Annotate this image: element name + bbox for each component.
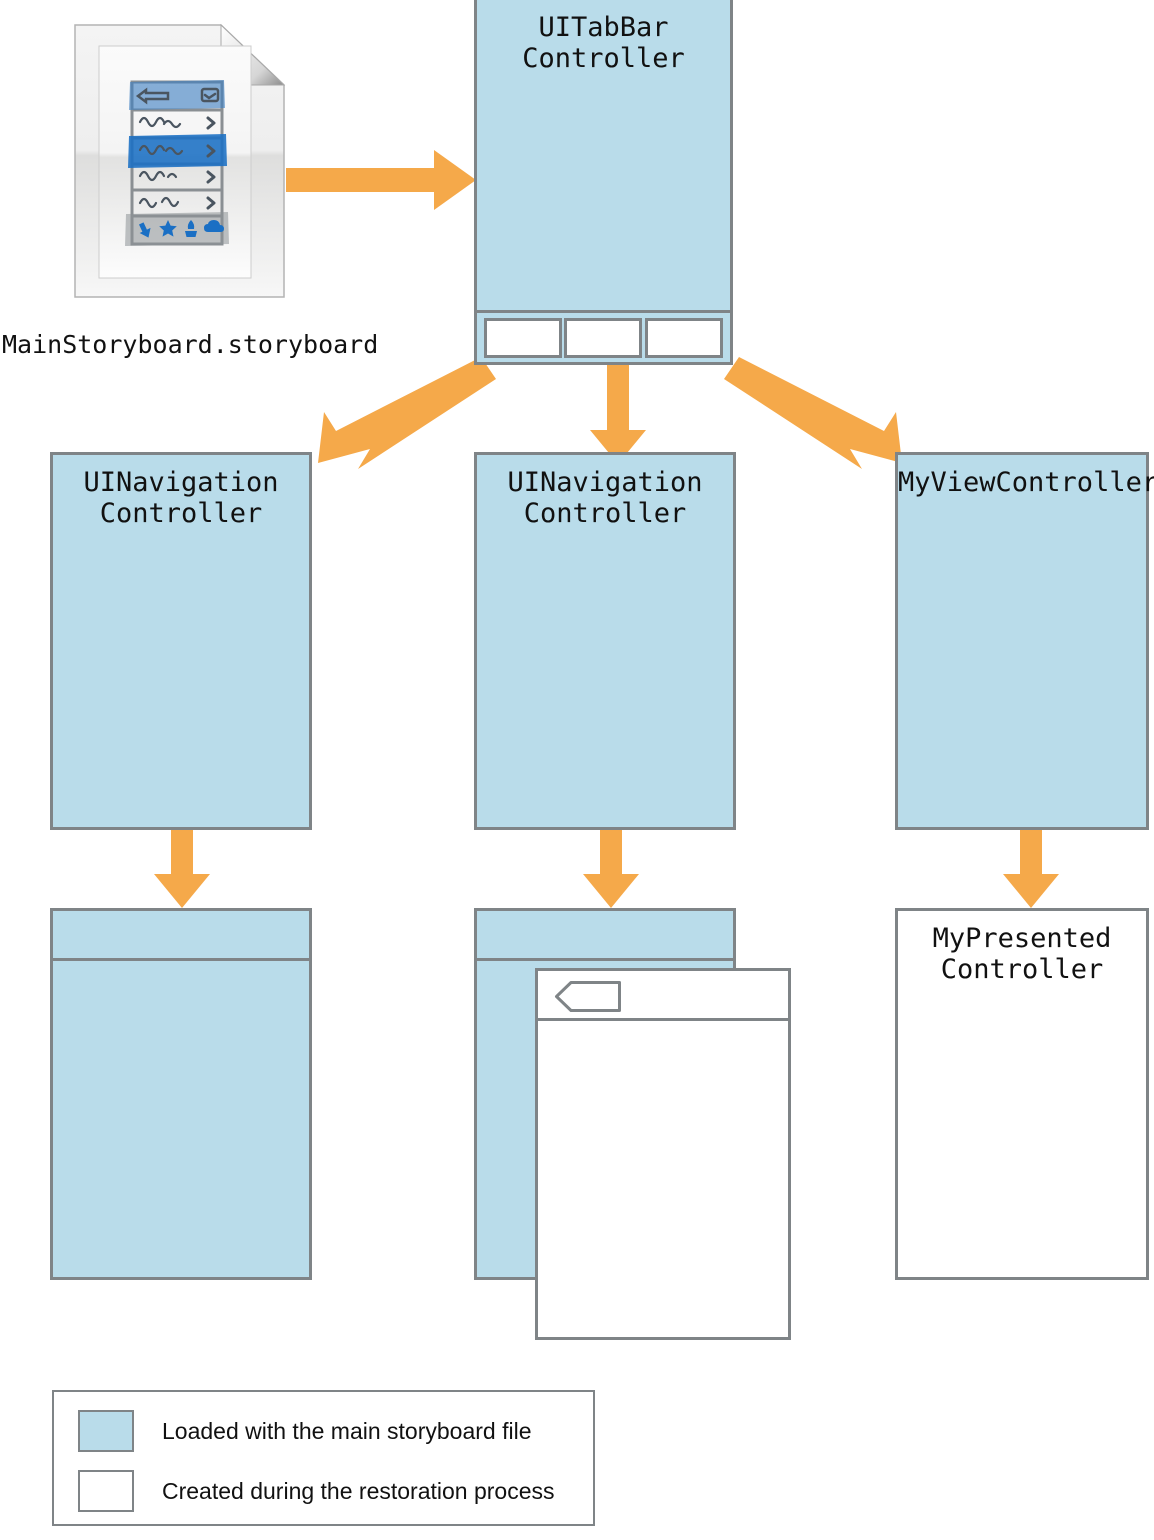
arrow-nav-middle-to-root-screen: [583, 826, 639, 908]
legend-label-loaded: Loaded with the main storyboard file: [162, 1417, 532, 1444]
arrow-myviewcontroller-to-presented: [1003, 826, 1059, 908]
arrow-tabbar-to-nav-middle: [590, 358, 646, 464]
storyboard-file-icon: [72, 22, 287, 300]
node-mypresented-controller[interactable]: MyPresented Controller: [895, 908, 1149, 1280]
navbar-strip-left: [53, 911, 309, 961]
legend-label-created: Created during the restoration process: [162, 1477, 555, 1504]
node-root-screen-left[interactable]: [50, 908, 312, 1280]
tabbar-item-0[interactable]: [484, 317, 563, 358]
navbar-strip-pushed: [538, 971, 788, 1021]
arrow-nav-left-to-root-screen: [154, 826, 210, 908]
tabbar-item-2[interactable]: [644, 317, 723, 358]
legend-swatch-loaded: [78, 1410, 134, 1452]
storyboard-filename-label: MainStoryboard.storyboard: [2, 330, 379, 359]
navbar-strip-middle: [477, 911, 733, 961]
node-uitabbar-controller[interactable]: UITabBar Controller: [474, 0, 733, 365]
back-button-icon[interactable]: [554, 980, 622, 1013]
node-uinavigation-controller-middle-label: UINavigation Controller: [507, 467, 703, 529]
tabbar-strip: [477, 310, 730, 362]
arrow-tabbar-to-nav-left: [318, 357, 496, 469]
legend-item-loaded: Loaded with the main storyboard file: [78, 1410, 532, 1452]
node-myviewcontroller[interactable]: MyViewController: [895, 452, 1154, 830]
node-pushed-screen-middle[interactable]: [535, 968, 791, 1340]
tabbar-item-1[interactable]: [564, 317, 643, 358]
legend-item-created: Created during the restoration process: [78, 1470, 555, 1512]
legend-swatch-created: [78, 1470, 134, 1512]
legend: Loaded with the main storyboard file Cre…: [52, 1390, 595, 1526]
node-uitabbar-controller-label: UITabBar Controller: [522, 12, 685, 74]
node-uinavigation-controller-middle[interactable]: UINavigation Controller: [474, 452, 736, 830]
arrow-storyboard-to-tabbar: [286, 150, 476, 210]
node-uinavigation-controller-left[interactable]: UINavigation Controller: [50, 452, 312, 830]
node-uinavigation-controller-left-label: UINavigation Controller: [83, 467, 279, 529]
arrow-tabbar-to-myviewcontroller: [724, 357, 902, 469]
node-myviewcontroller-label: MyViewController: [898, 467, 1154, 498]
node-mypresented-controller-label: MyPresented Controller: [932, 923, 1112, 985]
